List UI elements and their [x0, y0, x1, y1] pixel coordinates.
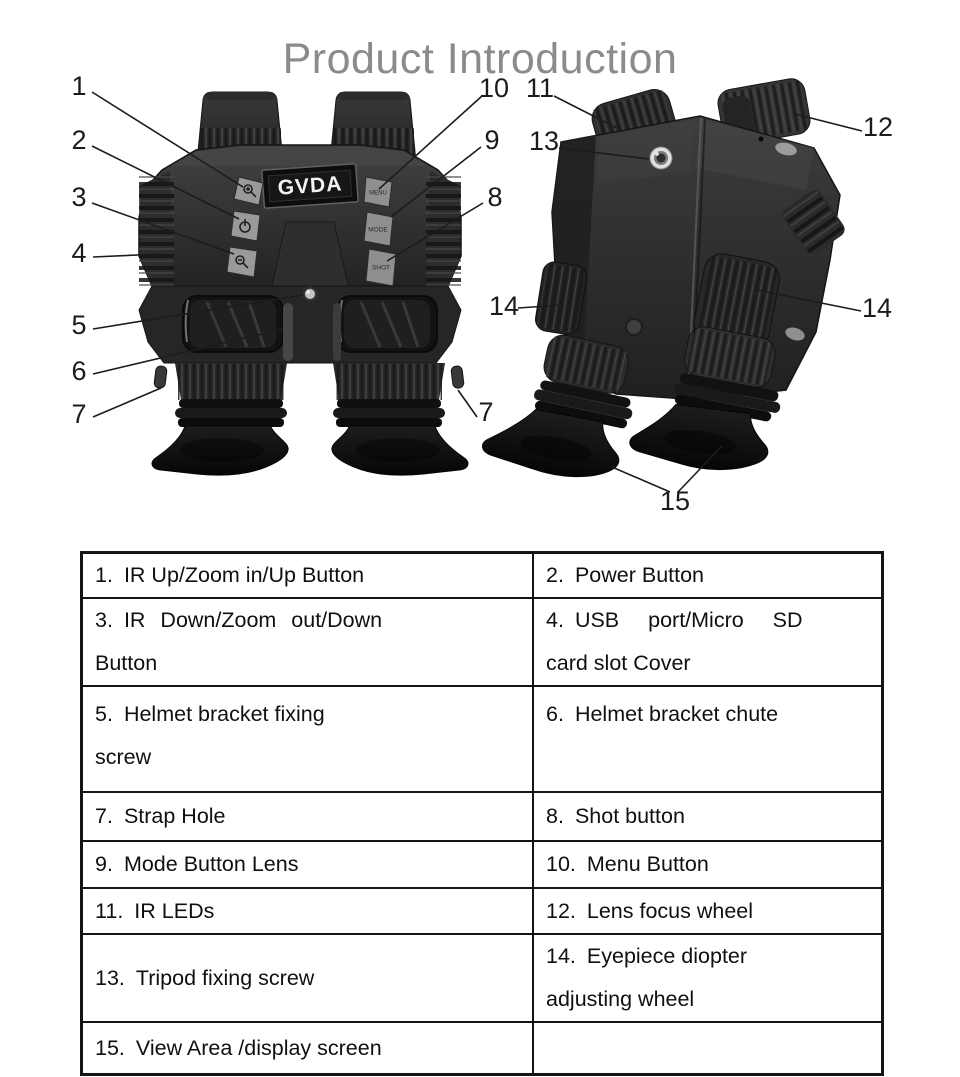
grip-left	[139, 171, 174, 286]
tripod-fixing-screw	[649, 146, 673, 170]
zoom-in-magnifier-icon	[243, 184, 257, 198]
callout-2: 2	[71, 125, 86, 155]
label-oval-side	[785, 327, 805, 341]
callout-labels: 1 2 3 4 5 6 7 7 8 9 10 11 12 13 14 14 15	[71, 71, 893, 516]
part-cell-8: 8.Shot button	[532, 791, 884, 842]
eyepiece-right	[331, 363, 469, 476]
callout-3: 3	[71, 182, 86, 212]
part-cell-7: 7.Strap Hole	[80, 791, 534, 842]
callout-7-right: 7	[478, 397, 493, 427]
body-top-sheen-left	[596, 120, 695, 184]
part-cell-13: 13.Tripod fixing screw	[80, 933, 534, 1023]
helmet-bracket-chute	[283, 303, 341, 361]
diopter-wheel-left	[535, 261, 587, 335]
binoculars-top-view	[482, 78, 845, 478]
view-eyepiece-right	[629, 326, 781, 471]
strap-hole-left	[153, 365, 168, 389]
callout-9: 9	[484, 125, 499, 155]
eyepiece-window-right	[336, 295, 438, 353]
body-top-sheen-right	[696, 118, 814, 190]
product-diagram: GVDA	[71, 71, 893, 516]
parts-table: 1.IR Up/Zoom in/Up Button 2.Power Button…	[80, 551, 884, 1076]
side-grip-texture	[781, 189, 845, 255]
mode-button: MODE	[363, 211, 394, 247]
view-eyepiece-left	[482, 334, 633, 478]
label-oval-top	[775, 142, 797, 156]
menu-button-label: MENU	[369, 191, 387, 197]
part-cell-15: 15.View Area /display screen	[80, 1021, 534, 1076]
power-icon	[239, 219, 251, 233]
table-row: 9.Mode Button Lens 10.Menu Button	[80, 840, 884, 889]
callout-4: 4	[71, 238, 86, 268]
binoculars-front-view: GVDA	[138, 91, 469, 476]
table-row: 1.IR Up/Zoom in/Up Button 2.Power Button	[80, 551, 884, 599]
body-top-sheen	[172, 147, 428, 166]
mode-button-label: MODE	[368, 227, 388, 234]
callout-12: 12	[863, 112, 893, 142]
part-cell-9: 9.Mode Button Lens	[80, 840, 534, 889]
brand-logo-text: GVDA	[277, 172, 343, 199]
table-row: 13.Tripod fixing screw 14.Eyepiece diopt…	[80, 933, 884, 1023]
eyecup-left	[151, 425, 289, 476]
part-cell-1: 1.IR Up/Zoom in/Up Button	[80, 551, 534, 599]
callout-1: 1	[71, 71, 86, 101]
callout-8: 8	[487, 182, 502, 212]
part-cell-2: 2.Power Button	[532, 551, 884, 599]
callout-14-left: 14	[489, 291, 519, 321]
deck-button	[625, 318, 643, 336]
part-cell-6: 6.Helmet bracket chute	[532, 685, 884, 793]
eyepiece-window-left	[182, 295, 284, 353]
part-cell-12: 12.Lens focus wheel	[532, 887, 884, 935]
table-row: 15.View Area /display screen	[80, 1021, 884, 1076]
page-title: Product Introduction	[282, 34, 678, 83]
callout-11: 11	[526, 73, 554, 103]
helmet-bracket-screw	[302, 286, 318, 302]
part-cell-empty	[532, 1021, 884, 1076]
callout-14-right: 14	[862, 293, 892, 323]
eyepiece-left	[151, 363, 289, 476]
callout-15: 15	[660, 486, 690, 516]
diopter-wheel-right	[693, 253, 780, 350]
mic-hole	[758, 136, 764, 142]
leader-lines	[91, 91, 863, 493]
eyecup-right	[331, 425, 469, 476]
ir-down-zoom-out-button	[226, 246, 258, 278]
view-eyecup-right	[629, 403, 769, 471]
callout-10: 10	[479, 73, 509, 103]
shot-button: SHOT	[365, 248, 397, 287]
shot-button-label: SHOT	[372, 265, 390, 272]
callout-7-left: 7	[71, 399, 86, 429]
part-cell-11: 11.IR LEDs	[80, 887, 534, 935]
table-row: 11.IR LEDs 12.Lens focus wheel	[80, 887, 884, 935]
power-button	[230, 210, 261, 242]
zoom-out-magnifier-icon	[235, 255, 249, 269]
table-row: 7.Strap Hole 8.Shot button	[80, 791, 884, 842]
view-eyecup-left	[482, 408, 620, 478]
ir-up-zoom-in-button	[233, 176, 264, 206]
grip-right	[426, 171, 461, 286]
callout-13: 13	[529, 126, 559, 156]
brand-plate: GVDA	[261, 163, 359, 209]
part-cell-10: 10.Menu Button	[532, 840, 884, 889]
strap-hole-right	[450, 365, 465, 389]
callout-6: 6	[71, 356, 86, 386]
callout-5: 5	[71, 310, 86, 340]
